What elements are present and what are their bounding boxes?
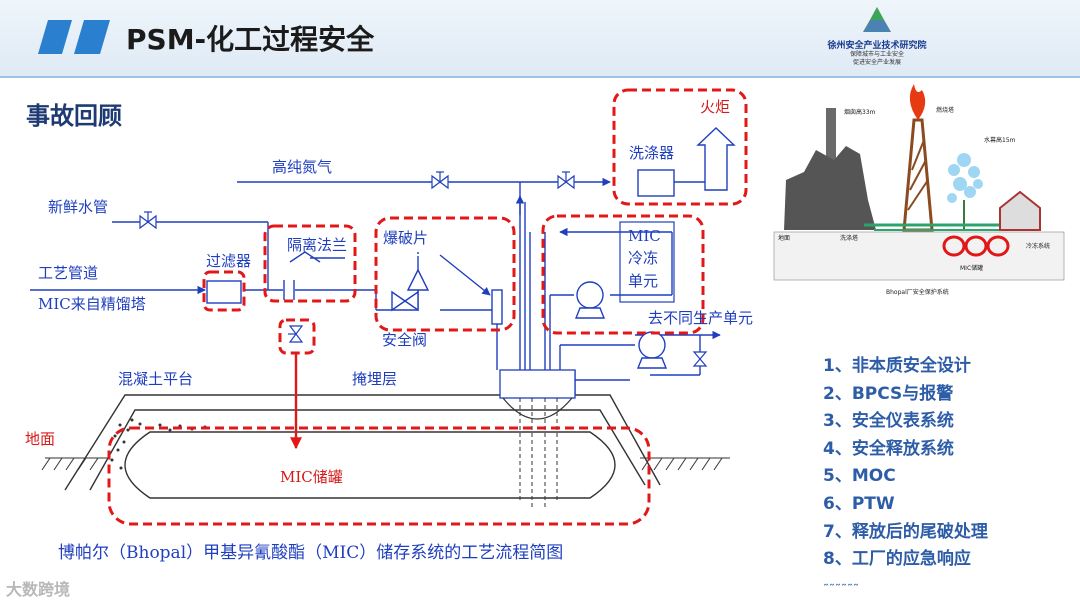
label-mic-refrig-1: MIC — [628, 227, 661, 245]
label-concrete-platform: 混凝土平台 — [118, 370, 193, 388]
institute-tagline-1: 保障城市与工业安全 — [849, 51, 904, 58]
valve-icon — [139, 171, 708, 367]
mic-tank — [124, 431, 616, 499]
label-mic-refrig-3: 单元 — [628, 272, 658, 290]
safety-measures-list: 1、非本质安全设计 2、BPCS与报警 3、安全仪表系统 4、安全释放系统 5、… — [823, 353, 988, 574]
mic-refrigeration-unit — [619, 221, 675, 303]
water-curtain-icon — [947, 153, 983, 203]
photo-label-water-curtain: 水幕高15m — [984, 136, 1016, 144]
manifold-dome — [502, 397, 573, 420]
section-title: 事故回顾 — [26, 102, 122, 130]
list-item: 2、BPCS与报警 — [823, 383, 954, 404]
flame-icon — [909, 84, 926, 120]
bhopal-illustration-svg: 烟囱高33m 燃烧塔 水幕高15m 地面 洗涤塔 冷冻系统 MIC储罐 Bhop… — [764, 80, 1074, 302]
label-mic-from-tower: MIC来自精馏塔 — [38, 295, 146, 313]
institute-logo: 徐州安全产业技术研究院 保障城市与工业安全 促进安全产业发展 — [802, 6, 952, 72]
photo-label-mic-tank: MIC储罐 — [960, 264, 983, 272]
chimney-icon — [826, 108, 836, 208]
dip-pipes — [519, 398, 558, 510]
label-mic-tank: MIC储罐 — [280, 468, 343, 486]
pump-icon — [574, 281, 668, 369]
list-item: 7、释放后的尾破处理 — [823, 521, 988, 542]
watermark-text: 大数跨境 — [6, 580, 71, 599]
triangle-logo-icon — [863, 7, 891, 32]
label-ground: 地面 — [25, 430, 55, 448]
label-buried-layer: 掩埋层 — [352, 370, 397, 388]
header-bar: PSM-化工过程安全 徐州安全产业技术研究院 保障城市与工业安全 促进安全产业发… — [0, 0, 1080, 78]
photo-label-ground: 地面 — [778, 234, 790, 242]
manifold-box — [499, 369, 576, 399]
label-filter: 过滤器 — [206, 252, 251, 270]
scrubber-icon — [637, 169, 675, 197]
page-title: PSM-化工过程安全 — [126, 23, 375, 56]
ground-hatch — [41, 457, 730, 471]
list-continuation: ˷˷˷˷˷˷ — [823, 572, 859, 586]
list-item: 8、工厂的应急响应 — [823, 549, 971, 570]
rupture-disc-icon — [439, 254, 503, 325]
list-item: 1、非本质安全设计 — [823, 356, 971, 376]
label-high-purity-nitrogen: 高纯氮气 — [272, 158, 332, 176]
list-item: 6、PTW — [823, 493, 895, 514]
concrete-platform — [64, 394, 661, 491]
label-to-other-units: 去不同生产单元 — [648, 309, 753, 327]
label-mic-refrig-2: 冷冻 — [628, 249, 658, 267]
header-logo-icon — [38, 20, 110, 54]
list-item: 5、MOC — [823, 466, 896, 487]
pipes — [30, 177, 721, 395]
institute-name: 徐州安全产业技术研究院 — [827, 41, 927, 51]
institute-tagline-2: 促进安全产业发展 — [852, 59, 901, 66]
photo-label-refrig: 冷冻系统 — [1026, 242, 1050, 250]
flare-arrow-icon — [696, 127, 736, 191]
label-isolation-flange: 隔离法兰 — [287, 236, 347, 254]
photo-caption: Bhopal厂安全保护系统 — [886, 288, 949, 296]
watermark: 大数跨境 — [6, 576, 70, 600]
mic-tanks-icon — [942, 235, 1010, 257]
list-item: 3、安全仪表系统 — [823, 411, 954, 432]
process-flow-diagram: 高纯氮气 新鲜水管 工艺管道 MIC来自精馏塔 过滤器 隔离法兰 爆破片 安全阀… — [25, 88, 753, 563]
plant-silhouette — [784, 146, 876, 230]
diagram-caption: 博帕尔（Bhopal）甲基异氰酸酯（MIC）储存系统的工艺流程简图 — [58, 543, 563, 563]
isolation-flange-icon — [283, 251, 345, 300]
filter-icon — [206, 280, 242, 304]
refrig-house-icon — [999, 190, 1041, 231]
list-item: 4、安全释放系统 — [823, 438, 954, 459]
bhopal-protection-illustration: 烟囱高33m 燃烧塔 水幕高15m 地面 洗涤塔 冷冻系统 MIC储罐 Bhop… — [764, 80, 1074, 302]
hazard-highlights — [107, 88, 748, 526]
photo-label-scrub-tower: 洗涤塔 — [840, 234, 858, 242]
label-fresh-water: 新鲜水管 — [48, 198, 108, 216]
safety-valve-icon — [391, 250, 430, 312]
label-flare: 火炬 — [700, 98, 730, 116]
label-rupture-disc: 爆破片 — [383, 229, 428, 247]
photo-label-chimney: 烟囱高33m — [844, 108, 876, 116]
photo-label-flare-tower: 燃烧塔 — [936, 106, 954, 114]
label-scrubber: 洗涤器 — [629, 144, 674, 162]
label-process-pipe: 工艺管道 — [38, 264, 98, 282]
label-safety-valve: 安全阀 — [382, 331, 427, 349]
